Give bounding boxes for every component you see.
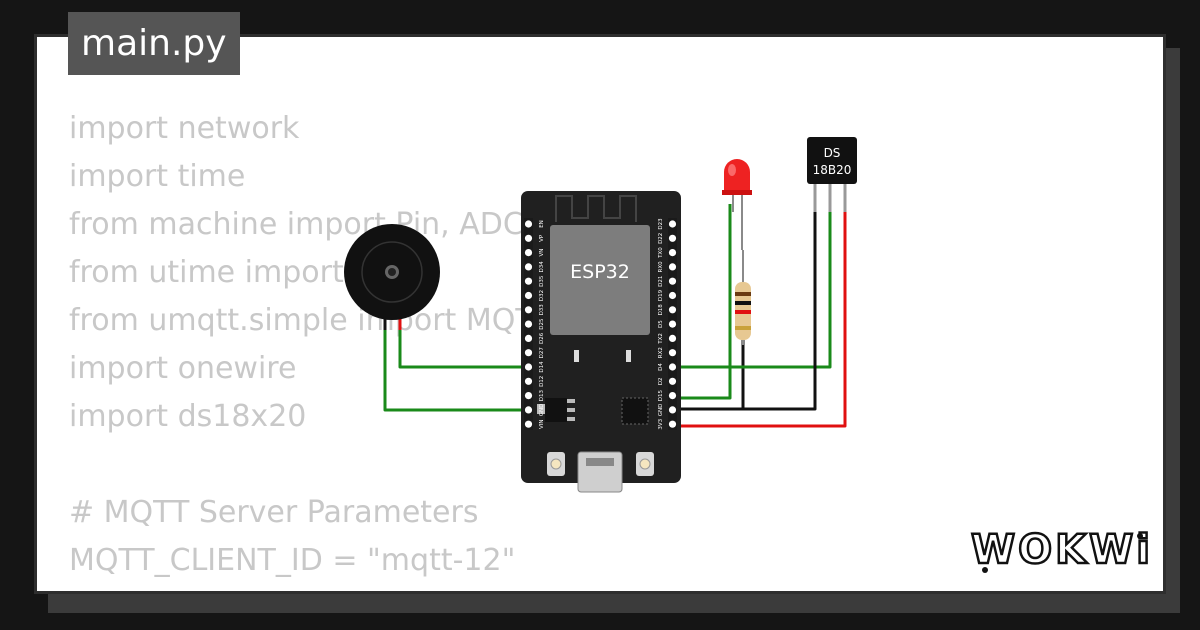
pin-label: TX0 [658, 247, 664, 259]
pin-gnd[interactable] [668, 406, 677, 414]
pin-d35[interactable] [524, 277, 533, 285]
code-line: import time [69, 159, 246, 194]
pin-d25[interactable] [524, 320, 533, 328]
pin-label: D18 [658, 304, 664, 316]
pin-label: D2 [658, 377, 664, 385]
pin-vp[interactable] [524, 234, 533, 242]
pin-d12[interactable] [524, 377, 533, 385]
pin-label: D12 [539, 376, 545, 387]
wokwi-logo-text: WOKWi [971, 527, 1153, 573]
en-button[interactable] [547, 452, 565, 476]
pin-en[interactable] [524, 220, 533, 228]
pin-3v3[interactable] [668, 420, 677, 428]
file-tab[interactable]: main.py [68, 12, 240, 75]
wire-sensor-3v3 [672, 210, 847, 428]
pin-d2[interactable] [668, 377, 677, 385]
pin-label: D5 [658, 320, 664, 328]
pin-label: EN [539, 220, 545, 228]
code-preview: import network import time from machine … [69, 105, 773, 591]
pin-tx2[interactable] [668, 334, 677, 342]
wire-led-d15 [672, 204, 732, 400]
pin-label: 3V3 [658, 418, 664, 429]
code-line: # MQTT Server Parameters [69, 495, 479, 530]
pin-label: D22 [658, 233, 664, 244]
chip-label: ESP32 [570, 261, 630, 283]
pin-label: D35 [539, 275, 545, 287]
pin-d23[interactable] [668, 220, 677, 228]
pin-gnd[interactable] [524, 406, 533, 414]
buzzer[interactable] [344, 224, 440, 330]
resistor[interactable] [735, 250, 751, 345]
ds18b20-sensor[interactable]: DS 18B20 [807, 137, 857, 212]
pin-rx2[interactable] [668, 349, 677, 357]
pin-label: D25 [539, 318, 545, 330]
code-line: MQTT_CLIENT_ID = "mqtt-12" [69, 543, 516, 578]
pin-d4[interactable] [668, 363, 677, 371]
pin-label: D23 [658, 218, 664, 230]
pin-label: RX0 [658, 261, 664, 273]
pin-d5[interactable] [668, 320, 677, 328]
pin-rx0[interactable] [668, 263, 677, 271]
pin-d21[interactable] [668, 277, 677, 285]
voltage-regulator [537, 398, 575, 422]
pin-label: VP [539, 234, 545, 242]
pin-d19[interactable] [668, 291, 677, 300]
pin-d26[interactable] [524, 334, 533, 342]
wire-sensor-d4 [672, 210, 832, 369]
sensor-label-line2: 18B20 [813, 163, 852, 177]
esp32-module [550, 225, 650, 335]
code-line: import onewire [69, 351, 297, 386]
wire-sensor-gnd [672, 210, 817, 411]
pin-label: D33 [539, 304, 545, 316]
pin-label: D19 [658, 289, 664, 301]
pin-d33[interactable] [524, 306, 533, 314]
pin-label: D34 [539, 261, 545, 273]
code-line: import network [69, 111, 300, 146]
pin-d18[interactable] [668, 306, 677, 314]
boot-button[interactable] [636, 452, 654, 476]
pin-label: D27 [539, 347, 545, 359]
pin-d15[interactable] [668, 392, 677, 400]
pin-label: D32 [539, 290, 545, 301]
pin-d27[interactable] [524, 349, 533, 357]
usb-chip [621, 397, 649, 425]
pin-vin[interactable] [524, 420, 533, 428]
pin-d13[interactable] [524, 392, 533, 400]
code-line: import ds18x20 [69, 399, 307, 434]
wires [383, 204, 847, 428]
pin-tx0[interactable] [668, 249, 677, 257]
wokwi-logo: WOKWi [970, 526, 1153, 575]
pin-label: D21 [658, 276, 664, 287]
pin-label: RX2 [658, 347, 664, 358]
pin-d22[interactable] [668, 234, 677, 242]
pin-label: D4 [658, 363, 664, 371]
red-led[interactable] [722, 159, 752, 250]
wire-buzzer-d14 [398, 322, 528, 369]
pin-label: VIN [539, 419, 545, 429]
pin-d32[interactable] [524, 291, 533, 300]
pin-d34[interactable] [524, 263, 533, 271]
pin-label: GND [539, 404, 545, 417]
pin-label: D15 [658, 389, 664, 401]
wire-buzzer-gnd [383, 322, 528, 412]
pin-label: D13 [539, 389, 545, 401]
pin-vn[interactable] [524, 249, 533, 257]
pin-label: TX2 [658, 333, 664, 345]
pin-label: GND [658, 404, 664, 417]
pin-d14[interactable] [524, 363, 533, 371]
sensor-label-line1: DS [824, 146, 841, 160]
pin-label: D14 [539, 361, 545, 373]
pin-label: D26 [539, 332, 545, 344]
pin-label: VN [539, 249, 545, 257]
